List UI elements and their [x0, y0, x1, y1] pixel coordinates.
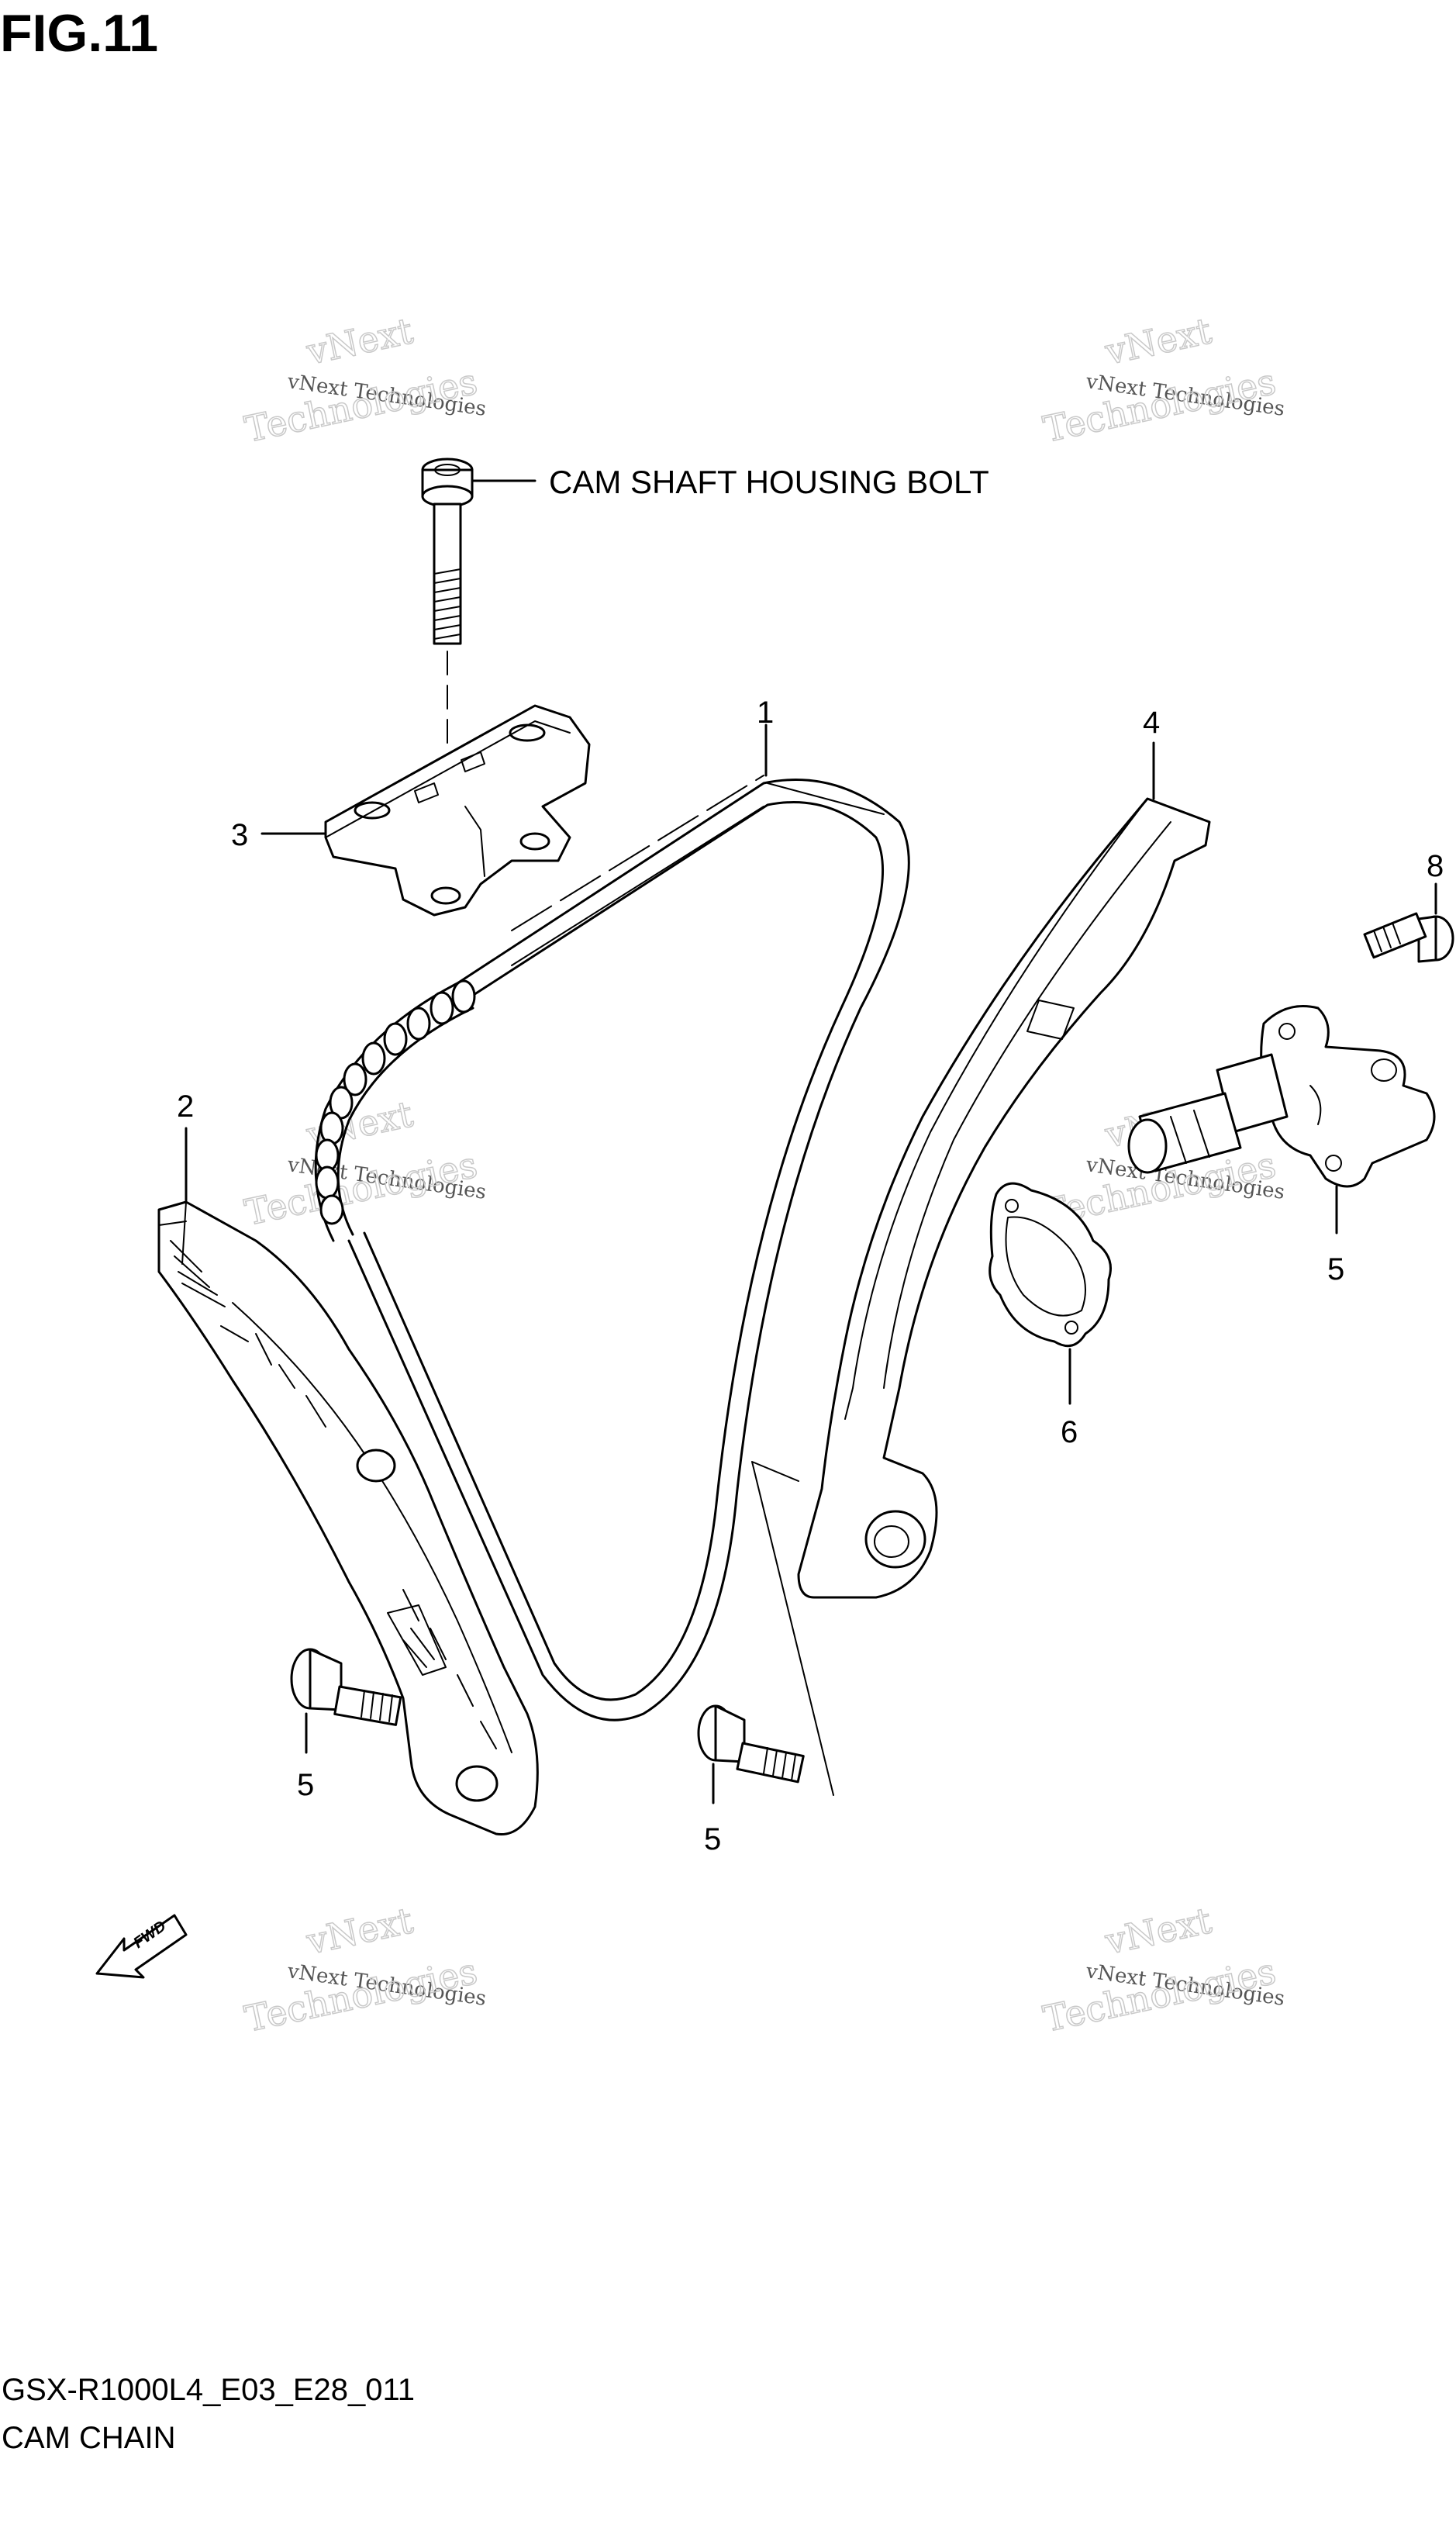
forward-direction-arrow: FWD [95, 1914, 188, 1979]
watermark-bottom-right: vNext Technologies vNext Technologies [1039, 1898, 1286, 2040]
figure-title: FIG.11 [0, 4, 159, 63]
callout-3: 3 [231, 818, 248, 852]
callout-5-right: 5 [704, 1822, 721, 1856]
watermark-text-outline: Technologies [241, 1144, 481, 1234]
part-8-tension-adjuster-bolt [1363, 912, 1454, 963]
part-6-cam-chain-tension-adjuster [1127, 1005, 1436, 1188]
cam-chain-link-segment [314, 979, 476, 1242]
watermark-text-outline: vNext [302, 309, 417, 373]
watermark-top-left: vNext Technologies vNext Technologies [240, 309, 488, 451]
diagram-name: CAM CHAIN [2, 2421, 176, 2455]
callout-2: 2 [177, 1089, 194, 1124]
watermark-text-outline: vNext [1101, 1899, 1216, 1963]
callout-7: 6 [1061, 1415, 1078, 1449]
part-7-tensioner-gasket [988, 1182, 1112, 1348]
callout-4: 4 [1143, 706, 1160, 740]
watermark-top-right: vNext Technologies vNext Technologies [1039, 309, 1286, 451]
pivot-indicator-line [751, 1461, 834, 1796]
cam-shaft-housing-bolt [421, 458, 537, 645]
callout-5-left: 5 [297, 1768, 314, 1802]
watermark-text-outline: Technologies [241, 1950, 481, 2040]
watermark-text-outline: vNext [302, 1899, 417, 1963]
watermark-text-outline: Technologies [1040, 1950, 1279, 2040]
callout-8: 8 [1427, 849, 1444, 883]
model-code: GSX-R1000L4_E03_E28_011 [2, 2373, 416, 2407]
part-1-cam-chain [314, 775, 910, 1721]
part-4-cam-chain-tension-adjuster-arm [797, 797, 1211, 1599]
part-2-cam-chain-guide [157, 1200, 539, 1836]
part-5-guide-bolt-right [697, 1704, 805, 1784]
callout-6: 5 [1327, 1252, 1344, 1286]
part-3-cam-chain-guide-bracket [324, 704, 591, 917]
watermark-text-outline: Technologies [241, 361, 481, 451]
cam-shaft-housing-bolt-label: CAM SHAFT HOUSING BOLT [549, 464, 989, 500]
part-5-guide-bolt-left [290, 1648, 402, 1726]
watermark-bottom-left: vNext Technologies vNext Technologies [240, 1898, 488, 2040]
callout-1: 1 [757, 696, 774, 730]
watermark-text-outline: vNext [1101, 309, 1216, 373]
watermark-text-outline: Technologies [1040, 361, 1279, 451]
watermark-mid-left: vNext Technologies vNext Technologies [240, 1092, 488, 1234]
